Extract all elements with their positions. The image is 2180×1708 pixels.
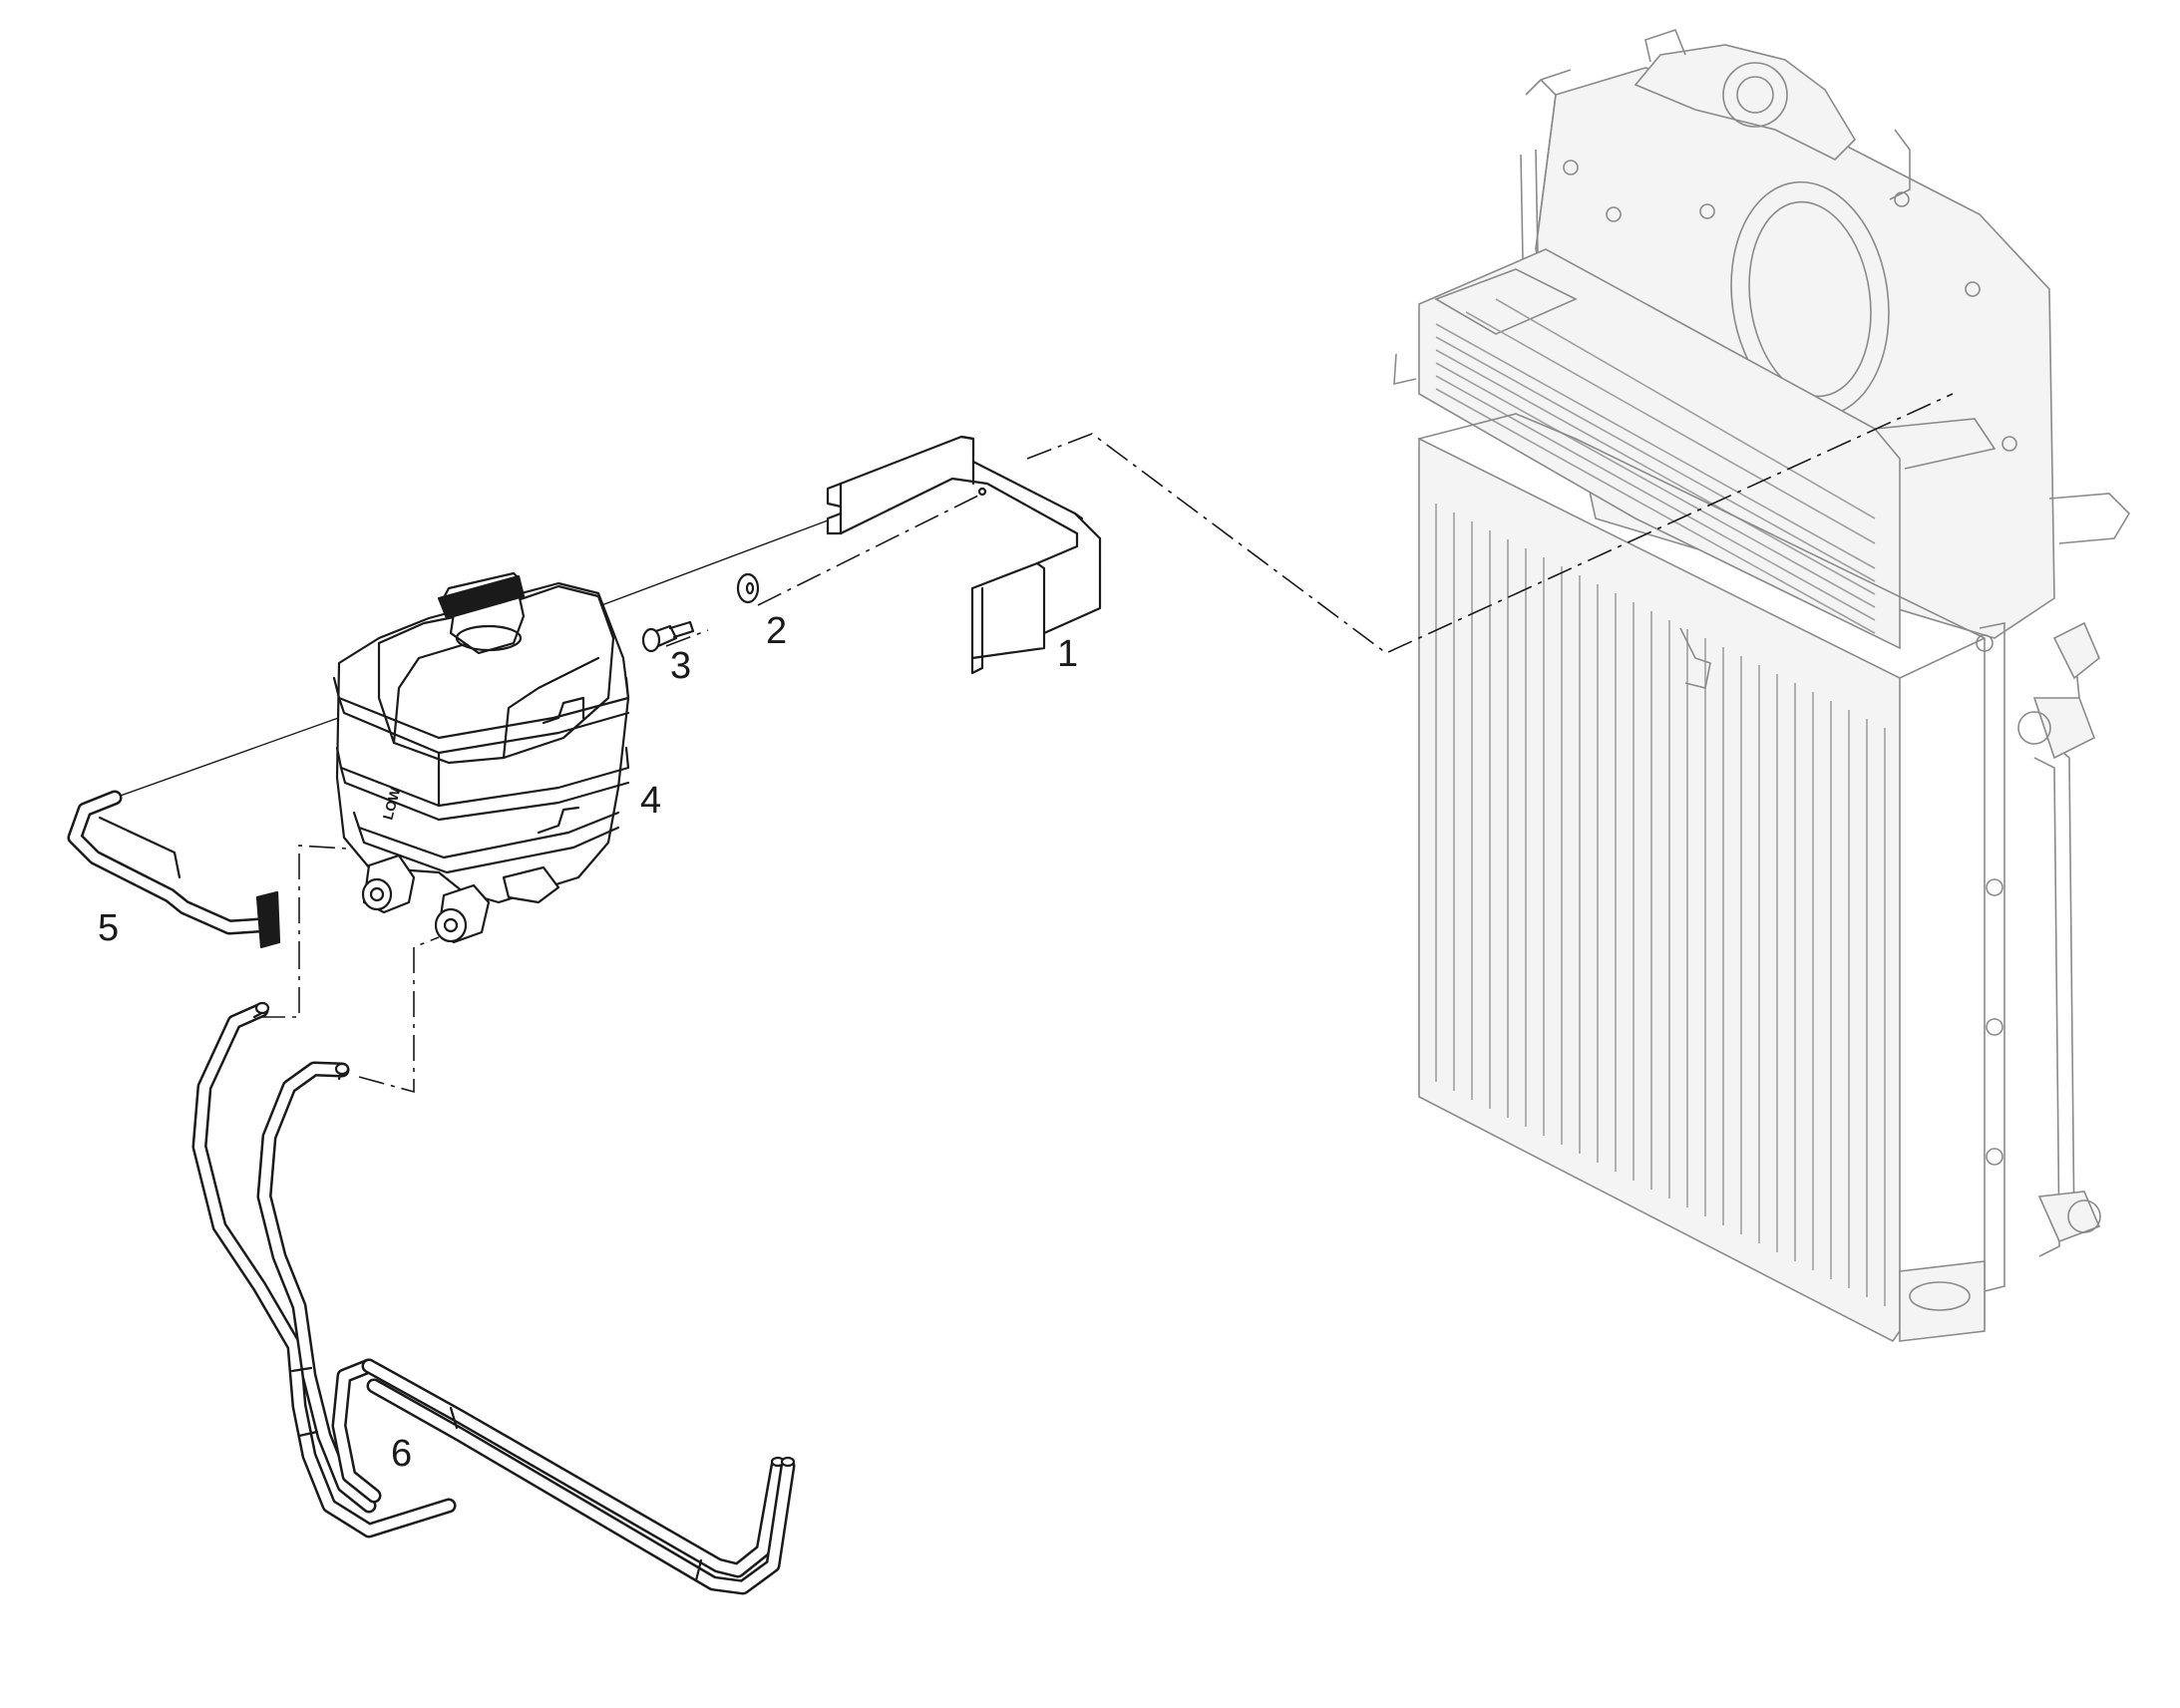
bracket-part-1: [826, 435, 1102, 675]
cooler-fins: [1435, 298, 1876, 634]
washer-part-2: [736, 572, 760, 604]
level-sensor-part-5: [67, 790, 281, 949]
assembly-center-lines: [259, 393, 1954, 1094]
hose-set-part-6: [191, 1001, 796, 1595]
expansion-tank-part-4: LOW: [114, 519, 829, 944]
callout-3: 3: [670, 645, 691, 687]
bolt-part-3: [641, 620, 695, 653]
radiator-core-fins: [1435, 504, 1886, 1306]
callout-2: 2: [766, 610, 787, 652]
callout-1: 1: [1057, 633, 1078, 675]
callout-6: 6: [391, 1433, 412, 1475]
radiator-assembly: [1393, 29, 2131, 1343]
callout-4: 4: [640, 780, 661, 822]
callout-5: 5: [98, 907, 119, 949]
